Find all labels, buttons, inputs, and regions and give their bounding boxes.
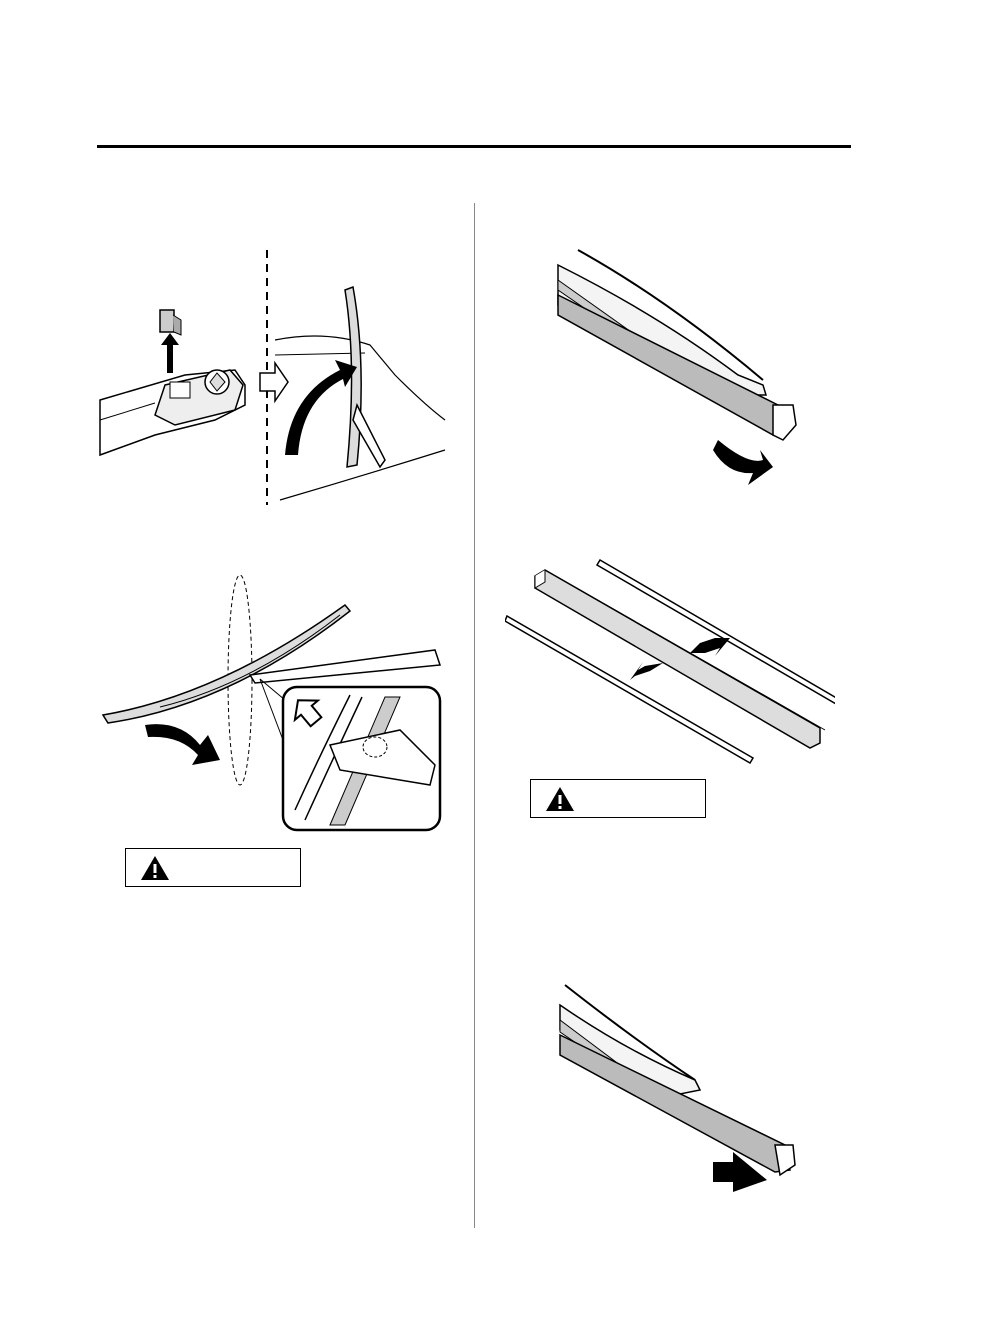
figure-insert-rubber — [555, 980, 805, 1195]
figure-remove-cap-lift-arm — [95, 245, 455, 515]
warning-triangle-icon — [546, 787, 574, 811]
column-divider — [474, 203, 475, 1228]
figure-slide-rubber-out — [548, 245, 798, 495]
figure-detach-blade — [100, 575, 450, 835]
header-rule — [97, 145, 851, 148]
warning-box — [125, 848, 301, 887]
warning-box — [530, 779, 706, 818]
warning-triangle-icon — [141, 856, 169, 880]
figure-reinforcements — [505, 558, 835, 773]
